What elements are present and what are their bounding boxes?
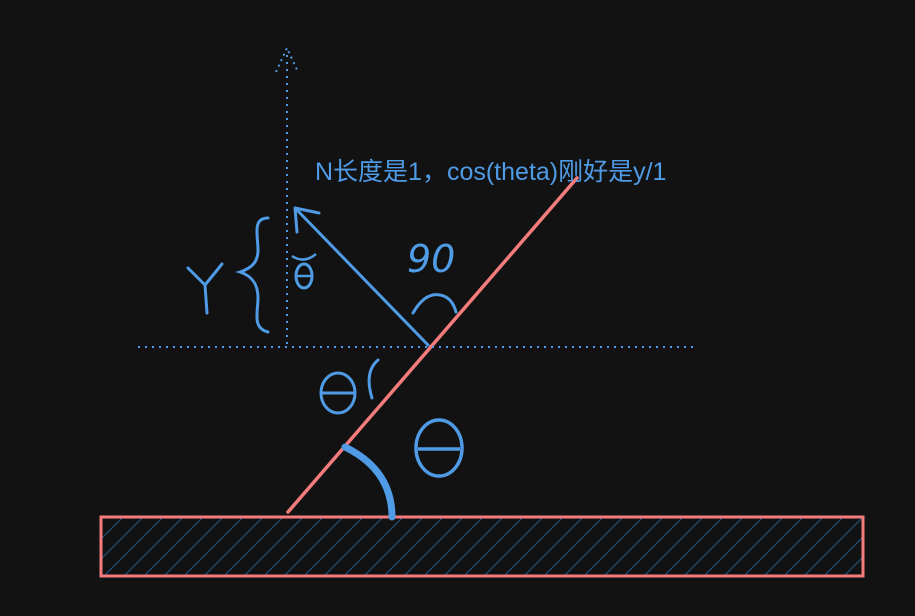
vertical-axis-arrowhead [275, 45, 299, 73]
normal-vector [295, 208, 430, 347]
y-brace [235, 216, 270, 334]
right-angle-marker [411, 293, 458, 315]
y-letter [186, 262, 224, 315]
ground-surface [99, 515, 865, 578]
theta-big-symbol [414, 418, 464, 478]
ground-angle-arc [341, 443, 396, 521]
ninety-label: 90 [407, 237, 455, 281]
annotation-text: N长度是1，cos(theta)刚好是y/1 [315, 158, 667, 186]
normal-vector-arrowhead [293, 206, 321, 234]
theta-left-arc [367, 358, 380, 400]
theta-left-symbol [319, 371, 357, 415]
incline-line [286, 176, 579, 514]
theta-small-top-arc [291, 253, 317, 261]
